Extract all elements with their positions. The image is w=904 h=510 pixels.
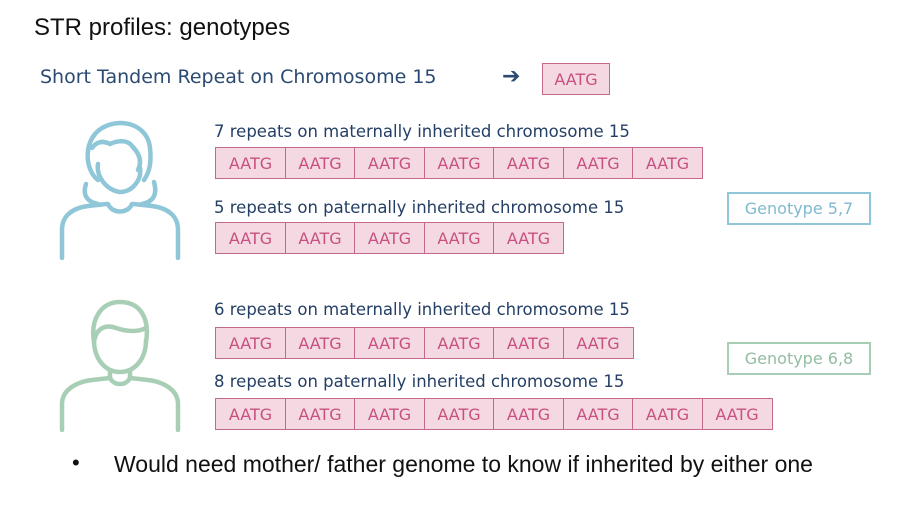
- repeat-unit-cell: AATG: [284, 398, 356, 430]
- repeat-unit-cell: AATG: [562, 398, 634, 430]
- woman-icon: [59, 120, 181, 260]
- person2-paternal-label: 8 repeats on paternally inherited chromo…: [214, 372, 625, 391]
- person2-maternal-label: 6 repeats on maternally inherited chromo…: [214, 300, 630, 319]
- bullet-point: •: [72, 450, 80, 475]
- repeat-unit-cell: AATG: [423, 222, 495, 254]
- slide-title: STR profiles: genotypes: [34, 14, 291, 41]
- person1-paternal-label: 5 repeats on paternally inherited chromo…: [214, 198, 625, 217]
- person1-maternal-label: 7 repeats on maternally inherited chromo…: [214, 122, 630, 141]
- repeat-unit-cell: AATG: [701, 398, 773, 430]
- repeat-unit-cell: AATG: [354, 147, 425, 179]
- repeat-unit-cell: AATG: [215, 327, 286, 359]
- bullet-text: Would need mother/ father genome to know…: [114, 451, 813, 477]
- repeat-unit-cell: AATG: [284, 327, 356, 359]
- repeat-unit-cell: AATG: [493, 327, 564, 359]
- repeat-unit-cell: AATG: [632, 398, 703, 430]
- repeat-unit-cell: AATG: [493, 398, 564, 430]
- repeat-unit-cell: AATG: [284, 222, 356, 254]
- repeat-unit-cell: AATG: [493, 147, 564, 179]
- man-icon: [59, 299, 181, 432]
- repeat-unit-cell: AATG: [632, 147, 703, 179]
- repeat-unit-cell: AATG: [423, 147, 495, 179]
- person1-genotype-badge: Genotype 5,7: [727, 192, 871, 225]
- repeat-unit-box: AATG: [542, 63, 610, 95]
- arrow-right-icon: ➔: [502, 64, 521, 89]
- repeat-unit-cell: AATG: [215, 222, 286, 254]
- repeat-unit-cell: AATG: [215, 147, 286, 179]
- repeat-unit-cell: AATG: [562, 327, 634, 359]
- repeat-unit-cell: AATG: [423, 327, 495, 359]
- repeat-unit-cell: AATG: [423, 398, 495, 430]
- subtitle: Short Tandem Repeat on Chromosome 15: [40, 66, 437, 88]
- repeat-unit-cell: AATG: [284, 147, 356, 179]
- repeat-unit-cell: AATG: [493, 222, 564, 254]
- repeat-unit-cell: AATG: [562, 147, 634, 179]
- person2-genotype-badge: Genotype 6,8: [727, 342, 871, 375]
- repeat-unit-cell: AATG: [215, 398, 286, 430]
- repeat-unit-cell: AATG: [354, 222, 425, 254]
- repeat-unit-cell: AATG: [354, 398, 425, 430]
- repeat-unit-cell: AATG: [354, 327, 425, 359]
